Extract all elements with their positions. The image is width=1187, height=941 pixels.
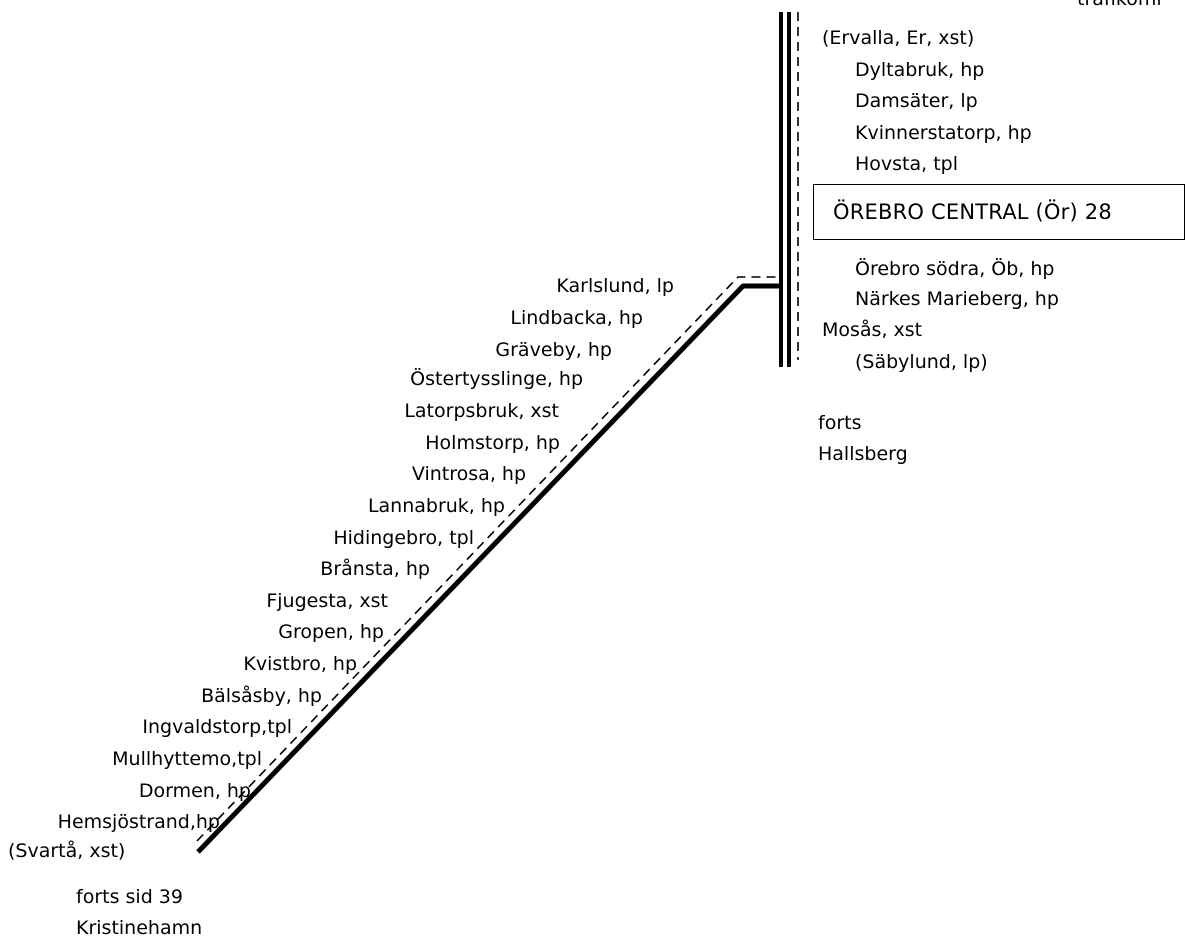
station-hovsta: Hovsta, tpl (855, 153, 959, 175)
station-lindbacka: Lindbacka, hp (510, 307, 643, 329)
station-svarta: (Svartå, xst) (8, 840, 126, 862)
station-gropen: Gropen, hp (278, 621, 384, 643)
station-sabylund: (Säbylund, lp) (855, 351, 988, 373)
left-continuation-forts: forts sid 39 (76, 886, 183, 908)
station-fjugesta: Fjugesta, xst (266, 590, 388, 612)
station-mosas: Mosås, xst (822, 319, 923, 341)
station-dyltabruk: Dyltabruk, hp (855, 59, 985, 81)
station-hemsjostrand: Hemsjöstrand,hp (57, 811, 220, 833)
central-station-label: ÖREBRO CENTRAL (Ör) 28 (833, 200, 1112, 224)
station-kvinnerstatorp: Kvinnerstatorp, hp (855, 122, 1032, 144)
station-lannabruk: Lannabruk, hp (367, 495, 505, 517)
station-graveby: Gräveby, hp (495, 339, 612, 361)
left-continuation-destination: Kristinehamn (76, 917, 203, 939)
station-dormen: Dormen, hp (138, 780, 251, 802)
central-station-box: ÖREBRO CENTRAL (Ör) 28 (813, 184, 1185, 240)
station-damsater: Damsäter, lp (855, 90, 978, 112)
header-fragment: trafikomr (1077, 0, 1164, 10)
right-continuation-destination: Hallsberg (818, 443, 908, 465)
diagonal-electrification-dashed-line (196, 276, 781, 842)
station-hidingebro: Hidingebro, tpl (333, 527, 474, 549)
station-ervalla: (Ervalla, Er, xst) (822, 27, 975, 49)
diagonal-track (196, 283, 781, 854)
station-orebro-sodra: Örebro södra, Öb, hp (855, 258, 1055, 280)
station-narkes-marieberg: Närkes Marieberg, hp (855, 288, 1059, 310)
station-karlslund: Karlslund, lp (556, 275, 674, 297)
station-latorpsbruk: Latorpsbruk, xst (404, 400, 559, 422)
station-bransta: Brånsta, hp (320, 558, 430, 580)
station-ingvaldstorp: Ingvaldstorp,tpl (142, 716, 292, 738)
station-kvistbro: Kvistbro, hp (243, 653, 357, 675)
station-holmstorp: Holmstorp, hp (425, 432, 560, 454)
station-ostertysslinge: Östertysslinge, hp (410, 368, 583, 390)
station-vintrosa: Vintrosa, hp (411, 463, 526, 485)
station-balsasby: Bälsåsby, hp (201, 685, 322, 707)
station-mullhyttemo: Mullhyttemo,tpl (112, 748, 262, 770)
right-continuation-forts: forts (818, 412, 862, 434)
